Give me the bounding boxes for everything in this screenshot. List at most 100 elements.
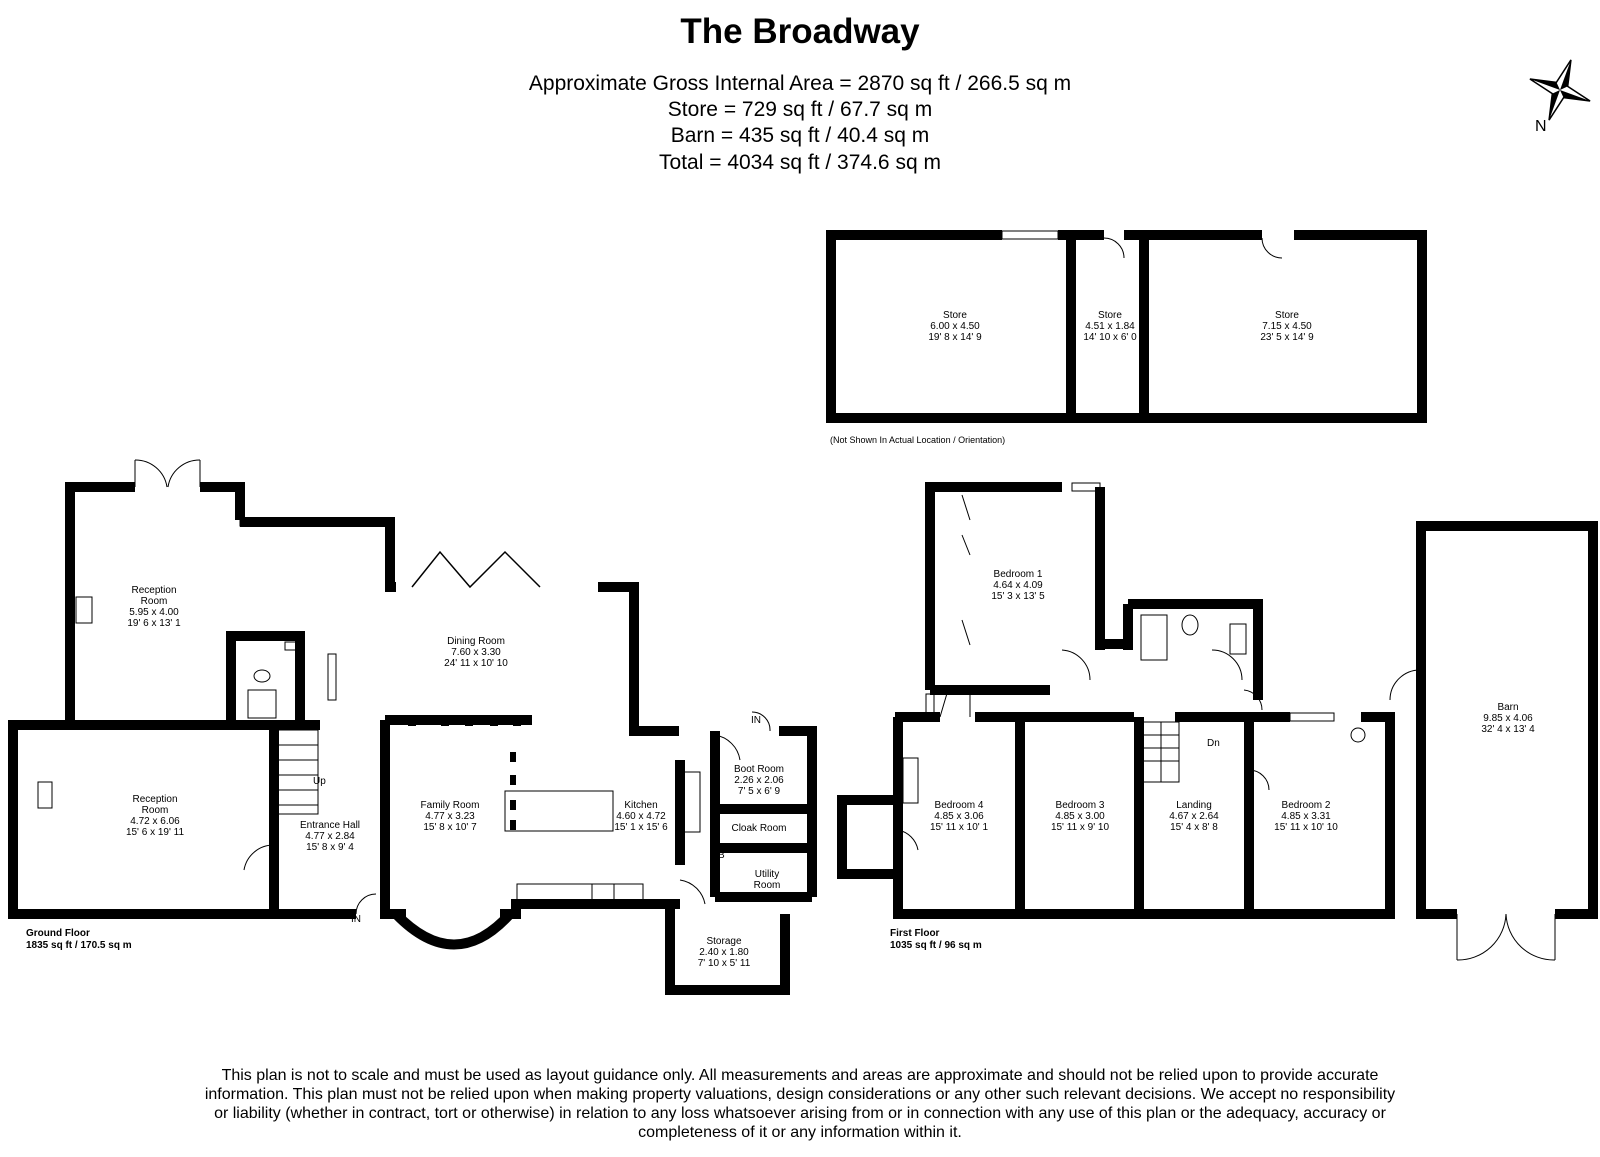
room-imperial: 15' 3 x 13' 5	[991, 591, 1045, 602]
room-name: Store	[1275, 310, 1299, 321]
room-name: Utility	[754, 869, 780, 880]
barn-openings	[1389, 614, 1556, 961]
room-imperial: 15' 6 x 19' 11	[125, 827, 185, 838]
entrance-in-label: IN	[351, 914, 361, 925]
room-metric: 4.85 x 3.00	[1055, 811, 1105, 822]
room-metric: 4.85 x 3.06	[934, 811, 984, 822]
room-name: Dining Room	[447, 636, 505, 647]
bifold-doors	[411, 550, 541, 589]
room-name: Boot Room	[733, 764, 785, 775]
room-metric: 4.77 x 3.23	[425, 811, 475, 822]
first-floor-walls	[837, 482, 1395, 919]
boot-room-in-label: IN	[751, 715, 761, 726]
room-name: Room	[140, 596, 168, 607]
room-imperial: 24' 11 x 10' 10	[444, 658, 508, 669]
area-line-total: Total = 4034 sq ft / 374.6 sq m	[659, 151, 941, 174]
room-metric: 5.95 x 4.00	[129, 607, 179, 618]
ground-floor-label: Ground Floor 1835 sq ft / 170.5 sq m	[26, 928, 132, 952]
room-metric: 2.40 x 1.80	[699, 947, 749, 958]
ground-floor-name: Ground Floor	[26, 928, 90, 939]
room-cloak-room: Cloak Room	[704, 823, 814, 834]
room-name: Reception	[132, 794, 178, 805]
area-line-barn: Barn = 435 sq ft / 40.4 sq m	[670, 124, 930, 147]
room-name: Bedroom 3	[1055, 800, 1105, 811]
boiler-label: B	[718, 850, 725, 861]
first-floor-label: First Floor 1035 sq ft / 96 sq m	[890, 928, 982, 952]
room-name: Bedroom 1	[993, 569, 1043, 580]
room-imperial: 15' 1 x 15' 6	[614, 822, 668, 833]
room-metric: 4.51 x 1.84	[1085, 321, 1135, 332]
pillars	[408, 716, 521, 830]
room-name: Entrance Hall	[299, 820, 361, 831]
room-metric: 7.15 x 4.50	[1262, 321, 1312, 332]
room-metric: 9.85 x 4.06	[1483, 713, 1533, 724]
first-floor-area: 1035 sq ft / 96 sq m	[890, 940, 982, 951]
room-metric: 4.67 x 2.64	[1169, 811, 1219, 822]
room-metric: 4.64 x 4.09	[993, 580, 1043, 591]
compass-rose-icon	[1529, 59, 1591, 121]
room-imperial: 19' 6 x 13' 1	[127, 618, 181, 629]
room-metric: 2.26 x 2.06	[734, 775, 784, 786]
room-metric: 4.72 x 6.06	[130, 816, 180, 827]
room-imperial: 19' 8 x 14' 9	[928, 332, 982, 343]
stairs-up-label: Up	[313, 776, 326, 787]
barn-walls	[1416, 521, 1598, 919]
stores-note: (Not Shown In Actual Location / Orientat…	[830, 435, 1006, 445]
room-name: Room	[141, 805, 169, 816]
room-name: Store	[943, 310, 967, 321]
stores-openings	[1001, 230, 1427, 353]
room-name: Barn	[1497, 702, 1519, 713]
room-imperial: 15' 11 x 10' 1	[929, 822, 989, 833]
first-floor-openings	[897, 482, 1366, 919]
room-name: Kitchen	[624, 800, 658, 811]
first-floor-name: First Floor	[890, 928, 940, 939]
stores-walls	[826, 230, 1427, 423]
room-name: Landing	[1176, 800, 1212, 811]
room-name: Store	[1098, 310, 1122, 321]
room-name: Room	[753, 880, 781, 891]
room-metric: 7.60 x 3.30	[451, 647, 501, 658]
room-imperial: 7' 10 x 5' 11	[697, 958, 751, 969]
plan-title: The Broadway	[680, 12, 920, 51]
room-imperial: 23' 5 x 14' 9	[1260, 332, 1314, 343]
room-name: Reception	[131, 585, 177, 596]
room-name: Bedroom 4	[934, 800, 984, 811]
room-name: Storage	[706, 936, 742, 947]
room-metric: 4.60 x 4.72	[616, 811, 666, 822]
room-metric: 4.85 x 3.31	[1281, 811, 1331, 822]
room-name: Family Room	[420, 800, 480, 811]
room-imperial: 15' 11 x 9' 10	[1050, 822, 1110, 833]
ground-floor-area: 1835 sq ft / 170.5 sq m	[26, 940, 132, 951]
room-metric: 6.00 x 4.50	[930, 321, 980, 332]
compass-north-label: N	[1535, 118, 1547, 135]
stairs-down-label: Dn	[1207, 738, 1220, 749]
room-imperial: 7' 5 x 6' 9	[737, 786, 781, 797]
ground-floor-openings	[8, 459, 817, 919]
room-imperial: 15' 8 x 10' 7	[423, 822, 477, 833]
room-name: Cloak Room	[731, 823, 787, 834]
area-line-gross: Approximate Gross Internal Area = 2870 s…	[528, 72, 1072, 95]
disclaimer-text: This plan is not to scale and must be us…	[204, 1067, 1396, 1141]
room-imperial: 14' 10 x 6' 0	[1083, 332, 1137, 343]
area-line-store: Store = 729 sq ft / 67.7 sq m	[667, 98, 933, 121]
room-name: Bedroom 2	[1281, 800, 1331, 811]
ground-floor-walls	[8, 482, 817, 995]
room-imperial: 15' 11 x 10' 10	[1274, 822, 1338, 833]
